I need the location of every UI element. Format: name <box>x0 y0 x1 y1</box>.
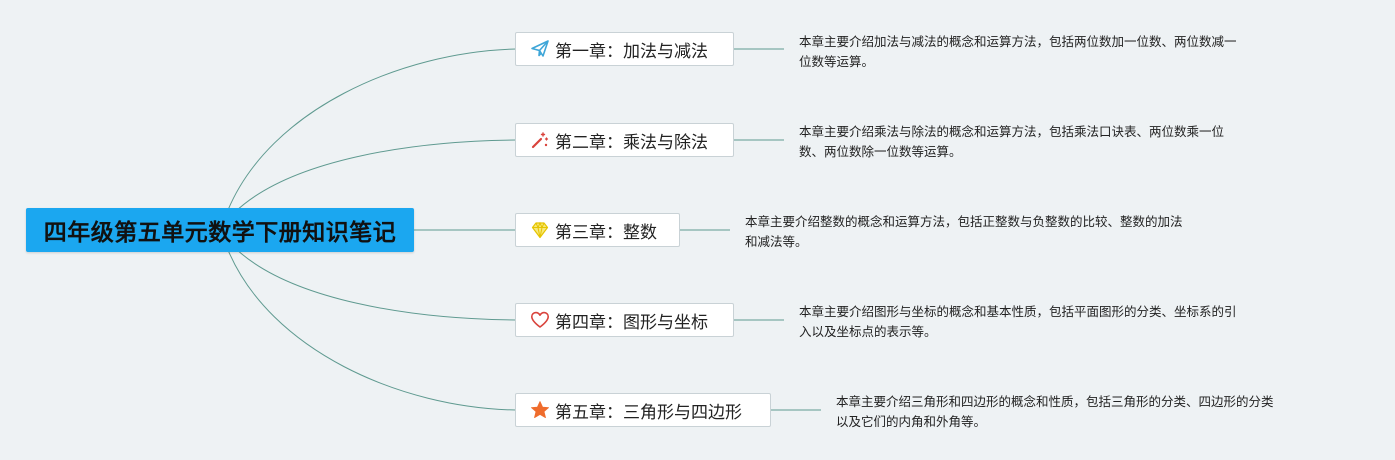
paper-plane-icon <box>530 39 550 59</box>
chapter-1-label: 第一章：加法与减法 <box>555 41 708 62</box>
chapter-4-node[interactable]: 第四章：图形与坐标 <box>515 303 734 337</box>
chapter-2-description: 本章主要介绍乘法与除法的概念和运算方法，包括乘法口诀表、两位数乘一位 数、两位数… <box>799 122 1224 162</box>
heart-icon <box>530 310 550 330</box>
chapter-3-description-line-1: 本章主要介绍整数的概念和运算方法，包括正整数与负整数的比较、整数的加法 <box>745 214 1183 229</box>
chapter-3-label: 第三章：整数 <box>555 222 657 243</box>
chapter-1-description: 本章主要介绍加法与减法的概念和运算方法，包括两位数加一位数、两位数减一 位数等运… <box>799 32 1237 72</box>
chapter-4-description-line-2: 入以及坐标点的表示等。 <box>799 324 937 339</box>
chapter-1-description-line-1: 本章主要介绍加法与减法的概念和运算方法，包括两位数加一位数、两位数减一 <box>799 34 1237 49</box>
chapter-5-label: 第五章：三角形与四边形 <box>555 402 742 423</box>
chapter-3-node[interactable]: 第三章：整数 <box>515 213 680 247</box>
connector-root-chapter-5 <box>227 249 517 411</box>
star-icon <box>530 400 550 420</box>
connector-root-chapter-1 <box>227 48 517 211</box>
diamond-icon <box>530 220 550 240</box>
chapter-5-description-line-1: 本章主要介绍三角形和四边形的概念和性质，包括三角形的分类、四边形的分类 <box>836 394 1274 409</box>
chapter-3-description: 本章主要介绍整数的概念和运算方法，包括正整数与负整数的比较、整数的加法 和减法等… <box>745 212 1183 252</box>
chapter-4-description: 本章主要介绍图形与坐标的概念和基本性质，包括平面图形的分类、坐标系的引 入以及坐… <box>799 302 1237 342</box>
magic-wand-icon <box>530 130 550 150</box>
chapter-5-description-line-2: 以及它们的内角和外角等。 <box>836 414 987 429</box>
chapter-2-description-line-2: 数、两位数除一位数等运算。 <box>799 144 962 159</box>
chapter-5-description: 本章主要介绍三角形和四边形的概念和性质，包括三角形的分类、四边形的分类 以及它们… <box>836 392 1274 432</box>
root-topic[interactable]: 四年级第五单元数学下册知识笔记 <box>26 208 414 252</box>
chapter-1-node[interactable]: 第一章：加法与减法 <box>515 32 734 66</box>
root-topic-label: 四年级第五单元数学下册知识笔记 <box>43 220 397 246</box>
chapter-2-node[interactable]: 第二章：乘法与除法 <box>515 123 734 157</box>
chapter-3-description-line-2: 和减法等。 <box>745 234 808 249</box>
chapter-2-description-line-1: 本章主要介绍乘法与除法的概念和运算方法，包括乘法口诀表、两位数乘一位 <box>799 124 1225 139</box>
chapter-4-description-line-1: 本章主要介绍图形与坐标的概念和基本性质，包括平面图形的分类、坐标系的引 <box>799 304 1237 319</box>
chapter-5-node[interactable]: 第五章：三角形与四边形 <box>515 393 771 427</box>
connector-root-chapter-2 <box>234 139 517 213</box>
chapter-1-description-line-2: 位数等运算。 <box>799 54 875 69</box>
connector-root-chapter-4 <box>234 247 517 321</box>
chapter-4-label: 第四章：图形与坐标 <box>555 312 708 333</box>
chapter-2-label: 第二章：乘法与除法 <box>555 132 708 153</box>
